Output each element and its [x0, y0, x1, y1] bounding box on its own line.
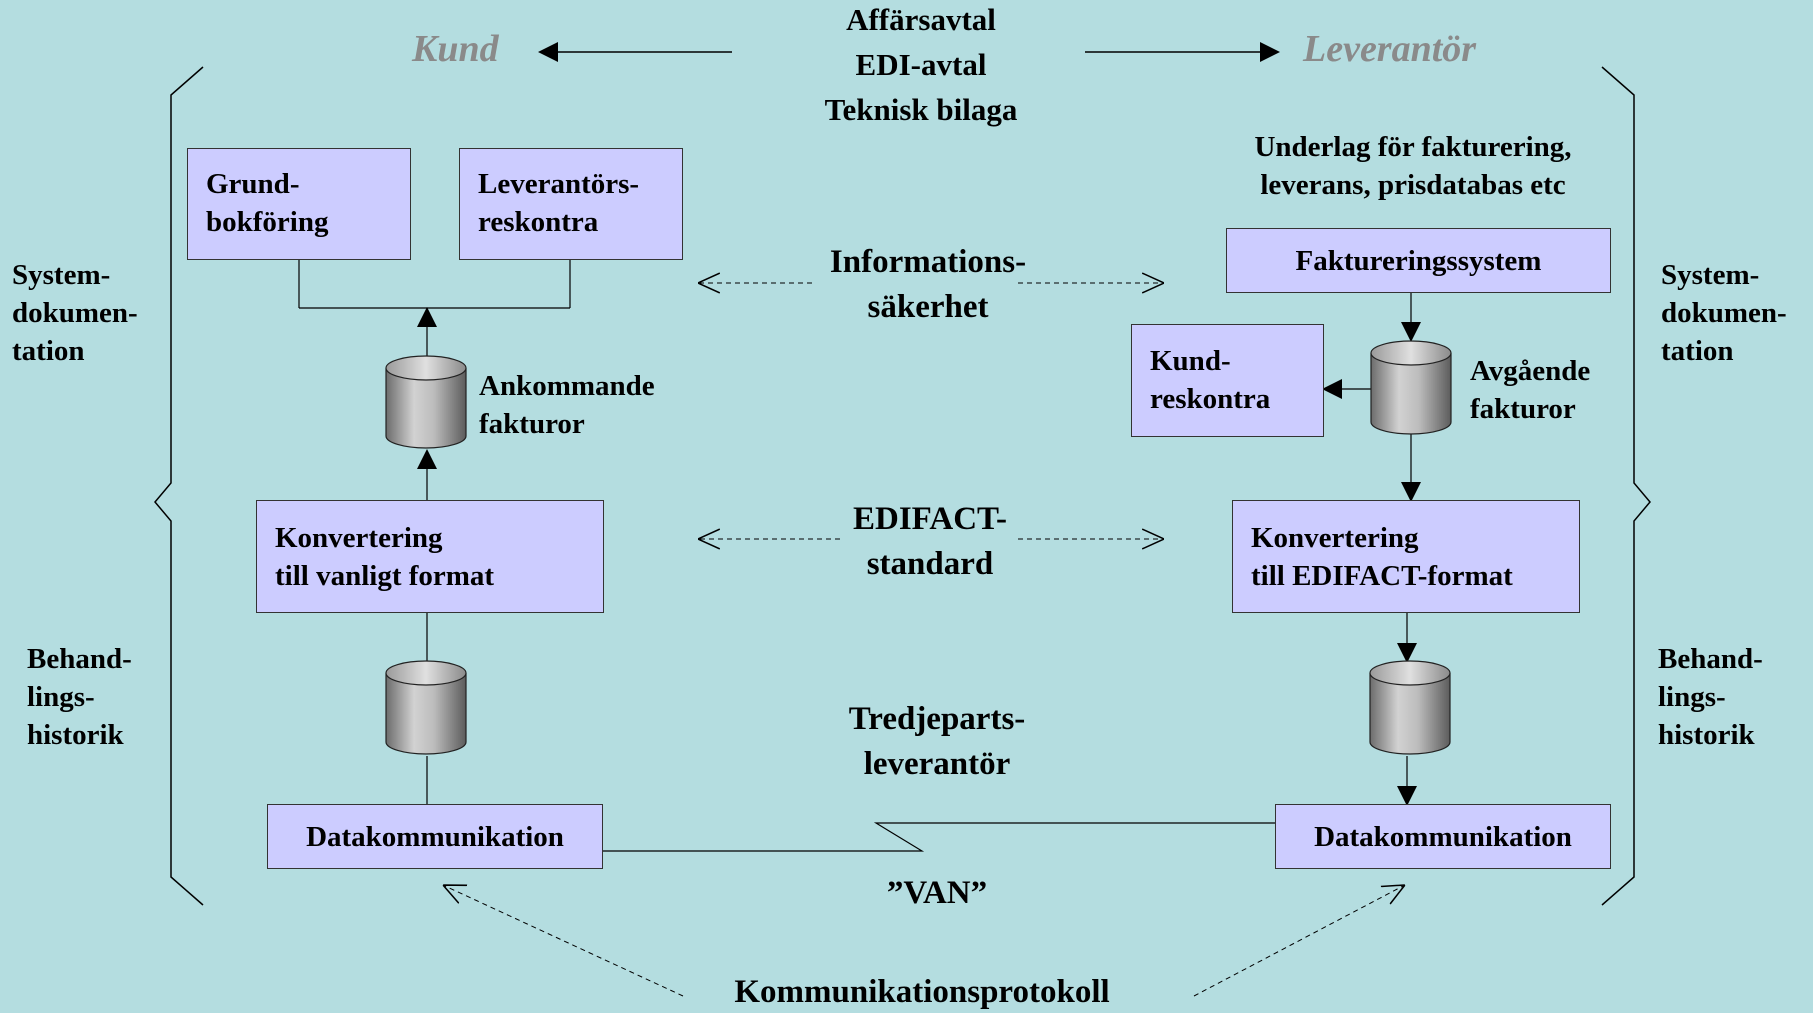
- datacom-right-label: Datakommunikation: [1314, 820, 1572, 853]
- right-archive-db-icon: [1369, 660, 1451, 755]
- protocol-arrow-left: [445, 886, 684, 997]
- invoicing-system-box: Faktureringssystem: [1226, 228, 1611, 293]
- right-history-label: Behand- lings- historik: [1658, 643, 1763, 751]
- datacom-left-box: Datakommunikation: [267, 804, 603, 869]
- agreement-title-1: Affärsavtal: [846, 2, 996, 37]
- protocol-label: Kommunikationsprotokoll: [734, 974, 1110, 1010]
- agreement-title-2: EDI-avtal: [855, 47, 987, 82]
- customer-ledger-label-1: Kund-: [1150, 345, 1231, 377]
- invoicing-basis-label: Underlag för fakturering, leverans, pris…: [1254, 131, 1572, 201]
- van-link: [603, 822, 1275, 852]
- supplier-ledger-label-1: Leverantörs-: [478, 168, 640, 200]
- datacom-right-box: Datakommunikation: [1275, 804, 1611, 869]
- outgoing-invoices-db-icon: [1370, 340, 1452, 435]
- conversion-edifact-label-1: Konvertering: [1251, 522, 1419, 554]
- van-label: ”VAN”: [886, 875, 988, 911]
- conversion-normal-label-2: till vanligt format: [275, 560, 495, 592]
- left-sysdoc-label: System- dokumen- tation: [12, 259, 138, 367]
- conversion-normal-label-1: Konvertering: [275, 522, 443, 554]
- bookkeeping-label-1: Grund-: [206, 168, 300, 200]
- infosec-label: Informations- säkerhet: [829, 244, 1027, 325]
- bookkeeping-label-2: bokföring: [206, 206, 329, 238]
- left-archive-db-icon: [385, 660, 467, 755]
- left-brace: [154, 66, 204, 906]
- protocol-arrow-right: [1193, 886, 1403, 997]
- edifact-standard-label: EDIFACT- standard: [852, 501, 1008, 582]
- supplier-ledger-box: Leverantörs- reskontra: [459, 148, 683, 260]
- conversion-edifact-label-2: till EDIFACT-format: [1251, 560, 1513, 592]
- incoming-invoices-db-icon: [385, 355, 467, 449]
- invoicing-system-label: Faktureringssystem: [1295, 244, 1542, 277]
- right-brace: [1601, 66, 1651, 906]
- bookkeeping-box: Grund- bokföring: [187, 148, 411, 260]
- outgoing-invoices-label: Avgående fakturor: [1470, 355, 1591, 425]
- supplier-ledger-label-2: reskontra: [478, 206, 599, 238]
- agreement-title-3: Teknisk bilaga: [824, 92, 1018, 127]
- conversion-edifact-box: Konvertering till EDIFACT-format: [1232, 500, 1580, 613]
- left-history-label: Behand- lings- historik: [27, 643, 132, 751]
- right-sysdoc-label: System- dokumen- tation: [1661, 259, 1787, 367]
- conversion-normal-box: Konvertering till vanligt format: [256, 500, 604, 613]
- customer-ledger-box: Kund- reskontra: [1131, 324, 1324, 437]
- party-customer: Kund: [412, 28, 499, 70]
- party-supplier: Leverantör: [1303, 28, 1477, 70]
- datacom-left-label: Datakommunikation: [306, 820, 564, 853]
- customer-ledger-label-2: reskontra: [1150, 383, 1271, 415]
- third-party-label: Tredjeparts- leverantör: [848, 701, 1026, 782]
- incoming-invoices-label: Ankommande fakturor: [479, 370, 655, 440]
